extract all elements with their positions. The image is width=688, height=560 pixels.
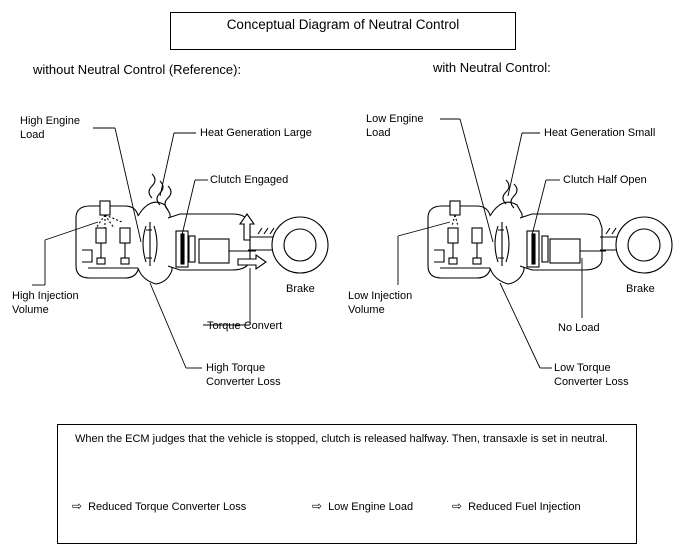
label-clutch-engaged: Clutch Engaged	[210, 174, 289, 186]
left-wheel	[271, 216, 329, 274]
legend-item-engine-load: ⇨Low Engine Load	[312, 499, 414, 513]
double-arrow-icon: ⇨	[72, 499, 83, 513]
explanation-box: When the ECM judges that the vehicle is …	[57, 424, 637, 544]
left-up-arrow	[238, 213, 256, 241]
left-right-arrow	[237, 253, 267, 271]
right-torque-converter	[489, 201, 525, 285]
label-torque-convert: Torque Convert	[207, 320, 283, 332]
diagram-title: Conceptual Diagram of Neutral Control	[226, 17, 460, 32]
right-drivetrain	[427, 179, 673, 285]
left-torque-converter	[137, 201, 173, 285]
label-low-torque-converter-loss: Low Torque Converter Loss	[554, 362, 629, 388]
right-panel-heading: with Neutral Control:	[433, 60, 551, 75]
right-transaxle-case	[519, 213, 603, 271]
label-high-injection-volume: High Injection Volume	[12, 290, 79, 316]
label-heat-generation-small: Heat Generation Small	[544, 127, 656, 139]
label-low-engine-load: Low Engine Load	[366, 113, 424, 139]
label-no-load: No Load	[558, 322, 600, 334]
explanation-text: When the ECM judges that the vehicle is …	[75, 433, 608, 445]
label-clutch-half-open: Clutch Half Open	[563, 174, 647, 186]
double-arrow-icon: ⇨	[452, 499, 463, 513]
right-heat-waves	[502, 179, 518, 209]
label-low-injection-volume: Low Injection Volume	[348, 290, 413, 316]
right-wheel	[615, 216, 673, 274]
label-brake-right: Brake	[626, 283, 655, 295]
legend-item-fuel-injection: ⇨Reduced Fuel Injection	[452, 499, 581, 513]
left-panel-heading: without Neutral Control (Reference):	[33, 62, 242, 77]
left-injector	[99, 200, 111, 216]
double-arrow-icon: ⇨	[312, 499, 323, 513]
label-heat-generation-large: Heat Generation Large	[200, 127, 312, 139]
title-box: Conceptual Diagram of Neutral Control	[170, 12, 516, 50]
label-brake-left: Brake	[286, 283, 315, 295]
right-injector	[449, 200, 461, 216]
label-high-torque-converter-loss: High Torque Converter Loss	[206, 362, 281, 388]
label-high-engine-load: High Engine Load	[20, 115, 80, 141]
legend-item-converter-loss: ⇨Reduced Torque Converter Loss	[72, 499, 247, 513]
left-drivetrain	[75, 173, 329, 285]
